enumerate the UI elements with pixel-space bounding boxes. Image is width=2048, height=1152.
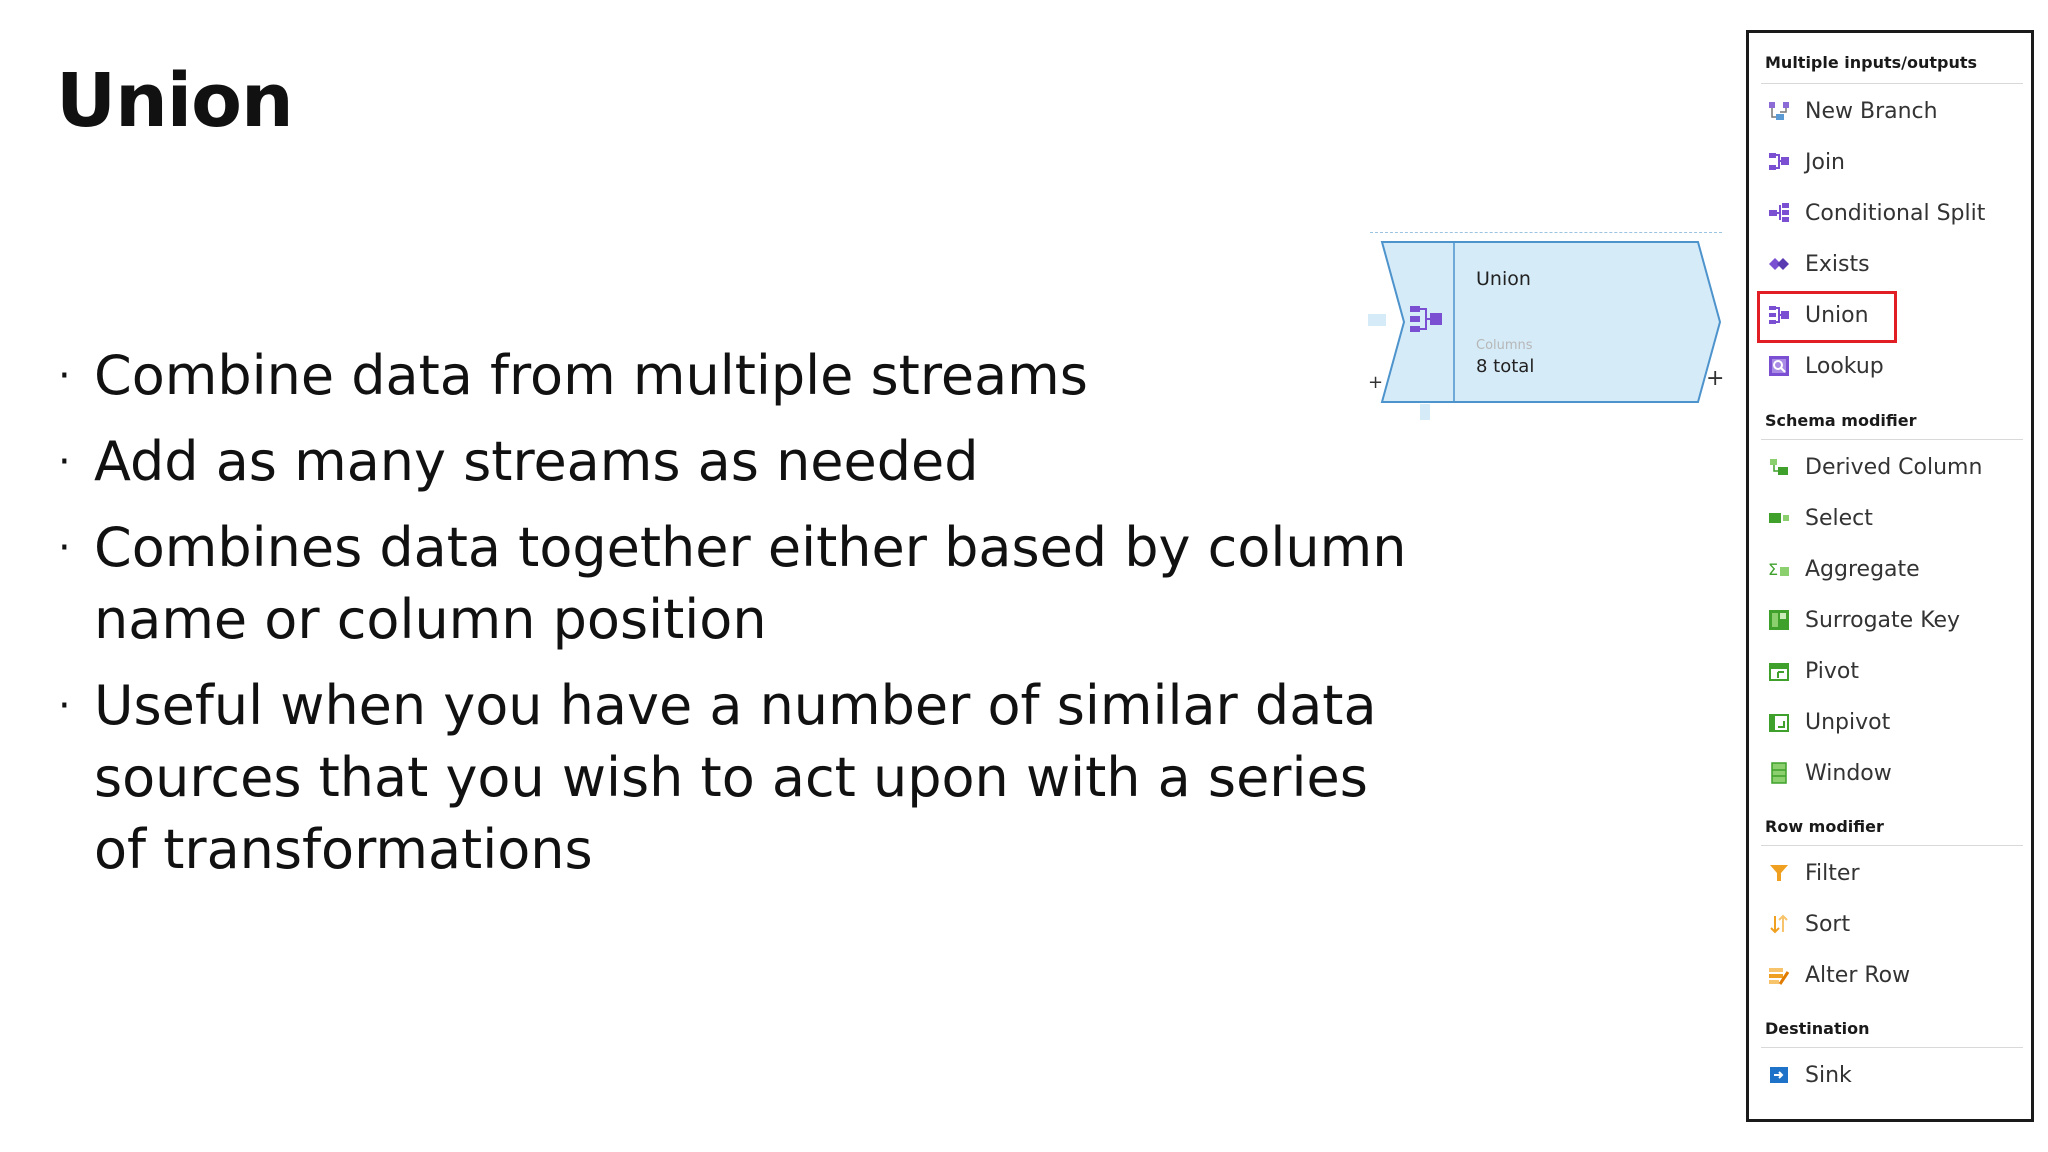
menu-item-label: Exists (1805, 251, 1870, 277)
bullet-text: Add as many streams as needed (94, 430, 979, 493)
bullet-dot: · (58, 525, 71, 571)
window-icon (1767, 761, 1791, 785)
menu-item-alter-row[interactable]: Alter Row (1763, 953, 2023, 997)
menu-item-filter[interactable]: Filter (1763, 851, 2023, 895)
menu-item-label: Alter Row (1805, 962, 1911, 988)
bullet-text: Useful when you have a number of similar… (94, 674, 1377, 881)
bullet-dot: · (58, 353, 71, 399)
section-header-schema-modifier: Schema modifier (1765, 411, 1917, 430)
add-output-button[interactable]: + (1706, 366, 1725, 391)
menu-item-sort[interactable]: Sort (1763, 902, 2023, 946)
section-divider (1761, 845, 2023, 846)
bullet-item: · Combines data together either based by … (52, 512, 1432, 656)
section-header-multiple-io: Multiple inputs/outputs (1765, 53, 1978, 72)
union-highlight-box (1757, 291, 1897, 343)
menu-item-label: Window (1805, 760, 1892, 786)
menu-item-select[interactable]: Select (1763, 496, 2023, 540)
menu-item-derived-column[interactable]: Derived Column (1763, 445, 2023, 489)
section-divider (1761, 83, 2023, 84)
node-columns-label: Columns (1476, 338, 1533, 353)
menu-item-window[interactable]: Window (1763, 751, 2023, 795)
menu-item-unpivot[interactable]: Unpivot (1763, 700, 2023, 744)
section-divider (1761, 1047, 2023, 1048)
menu-item-label: Lookup (1805, 353, 1884, 379)
add-input-button[interactable]: + (1368, 372, 1384, 393)
pivot-icon (1767, 659, 1791, 683)
menu-item-pivot[interactable]: Pivot (1763, 649, 2023, 693)
bullet-dot: · (58, 683, 71, 729)
menu-item-aggregate[interactable]: Σ Aggregate (1763, 547, 2023, 591)
section-divider (1761, 439, 2023, 440)
menu-item-label: Unpivot (1805, 709, 1891, 735)
menu-item-label: Join (1805, 149, 1846, 175)
bullet-text: Combine data from multiple streams (94, 344, 1088, 407)
bullet-dot: · (58, 439, 71, 485)
lookup-icon (1767, 354, 1791, 378)
menu-item-label: Surrogate Key (1805, 607, 1961, 633)
menu-item-label: Aggregate (1805, 556, 1920, 582)
bullet-item: · Add as many streams as needed (52, 426, 1432, 498)
menu-item-union[interactable]: Union (1763, 293, 2023, 337)
menu-item-label: Union (1805, 302, 1869, 328)
section-header-row-modifier: Row modifier (1765, 817, 1884, 836)
union-icon (1767, 303, 1791, 327)
node-columns-value: 8 total (1476, 356, 1535, 377)
union-node-icon (1410, 306, 1442, 332)
menu-item-label: Derived Column (1805, 454, 1983, 480)
menu-item-label: Sort (1805, 911, 1851, 937)
new-branch-icon (1767, 99, 1791, 123)
union-node[interactable]: Union Columns 8 total + + (1368, 226, 1724, 422)
conditional-split-icon (1767, 201, 1791, 225)
menu-item-sink[interactable]: Sink (1763, 1053, 2023, 1097)
sort-icon (1767, 912, 1791, 936)
node-top-divider (1370, 232, 1722, 233)
menu-item-exists[interactable]: Exists (1763, 242, 2023, 286)
section-header-destination: Destination (1765, 1019, 1870, 1038)
menu-item-label: Pivot (1805, 658, 1860, 684)
menu-item-surrogate-key[interactable]: Surrogate Key (1763, 598, 2023, 642)
derived-column-icon (1767, 455, 1791, 479)
bullet-text: Combines data together either based by c… (94, 516, 1407, 651)
menu-item-new-branch[interactable]: New Branch (1763, 89, 2023, 133)
menu-item-conditional-split[interactable]: Conditional Split (1763, 191, 2023, 235)
bullet-item: · Useful when you have a number of simila… (52, 670, 1432, 886)
svg-text:Σ: Σ (1768, 560, 1778, 579)
menu-item-label: New Branch (1805, 98, 1938, 124)
menu-item-label: Select (1805, 505, 1873, 531)
menu-item-lookup[interactable]: Lookup (1763, 344, 2023, 388)
sink-icon (1767, 1063, 1791, 1087)
alter-row-icon (1767, 963, 1791, 987)
filter-icon (1767, 861, 1791, 885)
exists-icon (1767, 252, 1791, 276)
aggregate-icon: Σ (1767, 557, 1791, 581)
join-icon (1767, 150, 1791, 174)
unpivot-icon (1767, 710, 1791, 734)
node-title: Union (1476, 268, 1531, 290)
surrogate-key-icon (1767, 608, 1791, 632)
menu-item-label: Sink (1805, 1062, 1852, 1088)
select-icon (1767, 506, 1791, 530)
menu-item-label: Conditional Split (1805, 200, 1986, 226)
menu-item-join[interactable]: Join (1763, 140, 2023, 184)
transformation-panel: Multiple inputs/outputs New Branch Join … (1746, 30, 2034, 1122)
bullet-item: · Combine data from multiple streams (52, 340, 1432, 412)
menu-item-label: Filter (1805, 860, 1860, 886)
slide-title: Union (56, 58, 294, 144)
node-shape (1368, 241, 1722, 420)
bullet-list: · Combine data from multiple streams · Add… (52, 340, 1432, 900)
